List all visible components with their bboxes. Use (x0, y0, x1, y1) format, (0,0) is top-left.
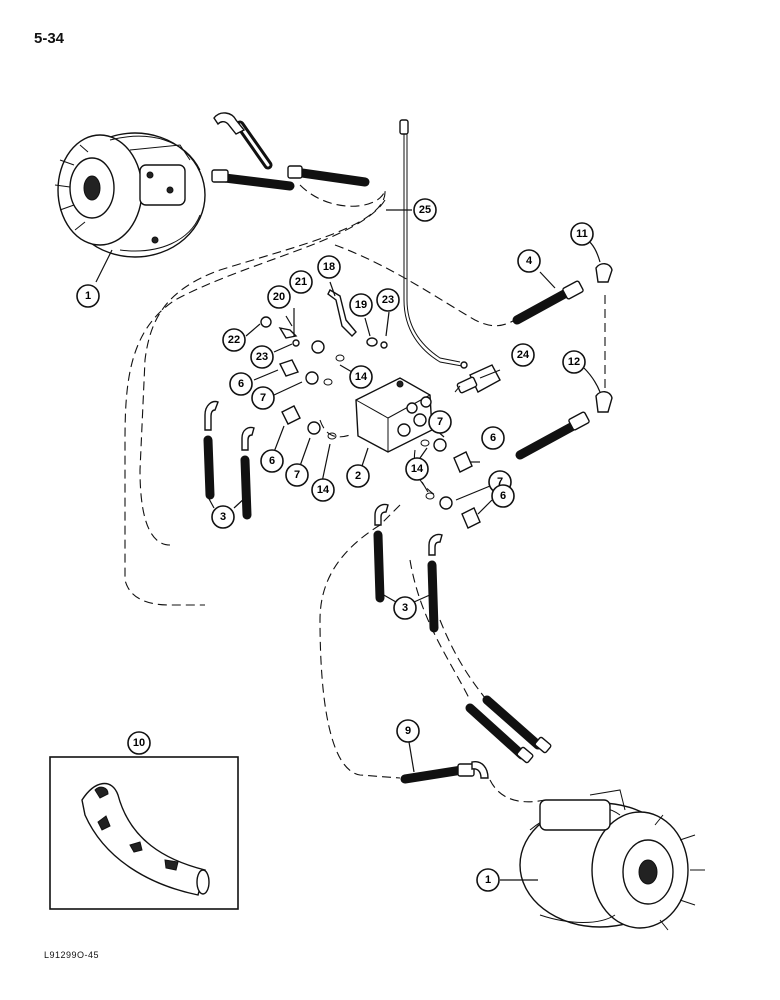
callout-22: 22 (222, 328, 246, 352)
svg-text:23: 23 (382, 294, 394, 306)
dashed-routing-lines (124, 184, 606, 803)
callout-3-left: 3 (211, 505, 235, 529)
callout-7-a: 7 (251, 386, 275, 410)
svg-text:18: 18 (323, 261, 335, 273)
svg-text:14: 14 (355, 371, 368, 383)
wheel-motor-top (54, 132, 206, 258)
hose-fittings (204, 112, 590, 779)
callout-9: 9 (396, 719, 420, 743)
svg-text:7: 7 (437, 416, 443, 428)
sensor-wire (399, 119, 468, 369)
wheel-motor-bottom (519, 789, 705, 931)
svg-text:7: 7 (497, 476, 503, 488)
svg-text:1: 1 (85, 290, 91, 302)
callout-2: 2 (346, 464, 370, 488)
callouts: 1 25 11 4 18 21 20 19 23 22 23 24 12 6 1… (76, 198, 594, 892)
pressure-sensor (454, 364, 501, 394)
callout-14-b: 14 (405, 457, 429, 481)
callout-23-right: 23 (376, 288, 400, 312)
svg-text:6: 6 (500, 490, 506, 502)
callout-23-left: 23 (250, 345, 274, 369)
svg-text:3: 3 (402, 602, 408, 614)
svg-text:4: 4 (526, 255, 533, 267)
callout-25: 25 (413, 198, 437, 222)
leader-lines (95, 209, 601, 881)
callout-14-a: 14 (349, 365, 373, 389)
callout-1-top: 1 (76, 284, 100, 308)
svg-text:21: 21 (295, 276, 307, 288)
valve-block (355, 377, 433, 453)
callout-6-b: 6 (481, 426, 505, 450)
callout-6-d: 6 (491, 484, 515, 508)
callout-11: 11 (570, 222, 594, 246)
callout-18: 18 (317, 255, 341, 279)
svg-text:6: 6 (490, 432, 496, 444)
callout-24: 24 (511, 343, 535, 367)
small-fittings (260, 263, 613, 529)
svg-text:3: 3 (220, 511, 226, 523)
svg-text:7: 7 (294, 469, 300, 481)
callout-6-a: 6 (229, 372, 253, 396)
svg-text:9: 9 (405, 725, 411, 737)
callout-4: 4 (517, 249, 541, 273)
svg-text:14: 14 (411, 463, 424, 475)
svg-text:6: 6 (269, 455, 275, 467)
inset-hose-sleeve (49, 756, 239, 910)
svg-text:1: 1 (485, 874, 491, 886)
callout-6-c: 6 (260, 449, 284, 473)
svg-text:12: 12 (568, 356, 580, 368)
svg-text:11: 11 (576, 228, 588, 240)
hoses (203, 120, 580, 784)
callout-20: 20 (267, 285, 291, 309)
page-number: 5-34 (34, 30, 65, 47)
svg-text:10: 10 (133, 737, 145, 749)
svg-text:14: 14 (317, 484, 330, 496)
callout-21: 21 (289, 270, 313, 294)
callout-1-bottom: 1 (476, 868, 500, 892)
figure-identifier: L91299O-45 (44, 950, 100, 960)
callout-3-center: 3 (393, 596, 417, 620)
svg-text:22: 22 (228, 334, 240, 346)
callout-7-c: 7 (285, 463, 309, 487)
callout-14-c: 14 (311, 478, 335, 502)
svg-text:2: 2 (355, 470, 361, 482)
svg-text:6: 6 (238, 378, 244, 390)
svg-text:19: 19 (355, 299, 367, 311)
callout-19: 19 (349, 293, 373, 317)
callout-12: 12 (562, 350, 586, 374)
svg-text:25: 25 (419, 204, 431, 216)
svg-text:20: 20 (273, 291, 285, 303)
callout-10: 10 (127, 731, 151, 755)
svg-text:7: 7 (260, 392, 266, 404)
svg-text:23: 23 (256, 351, 268, 363)
svg-text:24: 24 (517, 349, 530, 361)
callout-7-b: 7 (428, 410, 452, 434)
